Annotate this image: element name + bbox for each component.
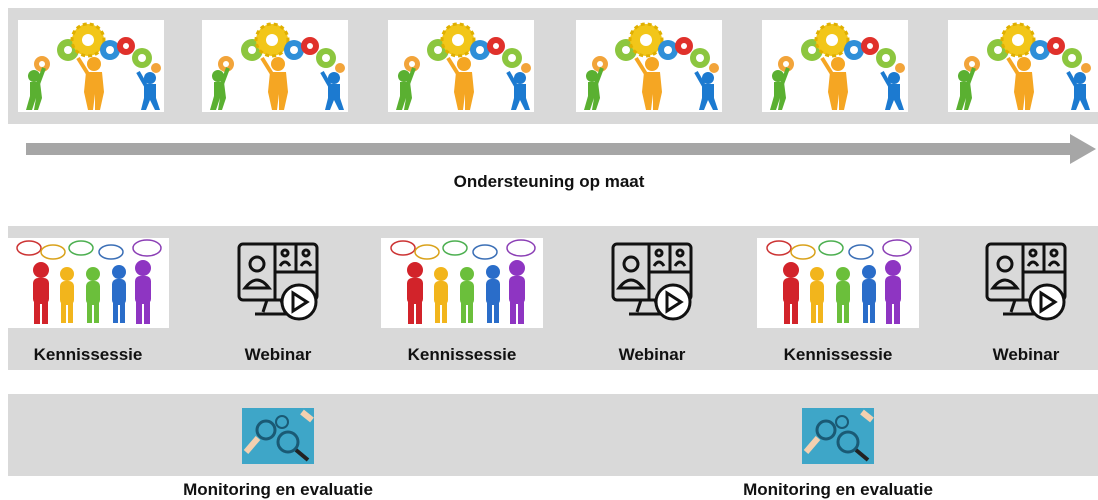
webinar-image bbox=[609, 240, 695, 326]
teamwork-gears-icon bbox=[956, 22, 1091, 110]
teamwork-gears-icon bbox=[396, 22, 531, 110]
webinar-label: Webinar bbox=[992, 345, 1060, 364]
magnifying-glass-icon bbox=[242, 408, 314, 464]
monitoring-image bbox=[802, 408, 874, 464]
teamwork-tile bbox=[762, 20, 908, 112]
people-speech-bubbles-icon bbox=[766, 239, 912, 324]
knowledge-session-label: Kennissessie bbox=[783, 345, 893, 364]
video-conference-icon bbox=[611, 242, 693, 321]
monitoring-label: Monitoring en evaluatie bbox=[743, 480, 933, 499]
video-conference-icon bbox=[237, 242, 319, 321]
teamwork-tile bbox=[576, 20, 722, 112]
teamwork-tile bbox=[948, 20, 1098, 112]
monitoring-label: Monitoring en evaluatie bbox=[183, 480, 373, 499]
webinar-label: Webinar bbox=[618, 345, 686, 364]
teamwork-tile bbox=[18, 20, 164, 112]
knowledge-session-image bbox=[381, 238, 543, 328]
knowledge-session-label: Kennissessie bbox=[407, 345, 517, 364]
magnifying-glass-icon bbox=[802, 408, 874, 464]
webinar-image bbox=[983, 240, 1069, 326]
teamwork-gears-icon bbox=[26, 22, 161, 110]
webinar-label: Webinar bbox=[244, 345, 312, 364]
people-speech-bubbles-icon bbox=[390, 239, 536, 324]
teamwork-gears-icon bbox=[770, 22, 905, 110]
teamwork-gears-icon bbox=[584, 22, 719, 110]
monitoring-image bbox=[242, 408, 314, 464]
video-conference-icon bbox=[985, 242, 1067, 321]
monitoring-band bbox=[8, 394, 1098, 476]
knowledge-session-image bbox=[757, 238, 919, 328]
knowledge-session-image bbox=[7, 238, 169, 328]
timeline-arrow bbox=[26, 134, 1096, 164]
people-speech-bubbles-icon bbox=[16, 239, 162, 324]
webinar-image bbox=[235, 240, 321, 326]
support-title: Ondersteuning op maat bbox=[453, 172, 645, 191]
teamwork-tile bbox=[388, 20, 534, 112]
support-band bbox=[8, 8, 1098, 124]
teamwork-tile bbox=[202, 20, 348, 112]
teamwork-gears-icon bbox=[210, 22, 345, 110]
knowledge-session-label: Kennissessie bbox=[33, 345, 143, 364]
